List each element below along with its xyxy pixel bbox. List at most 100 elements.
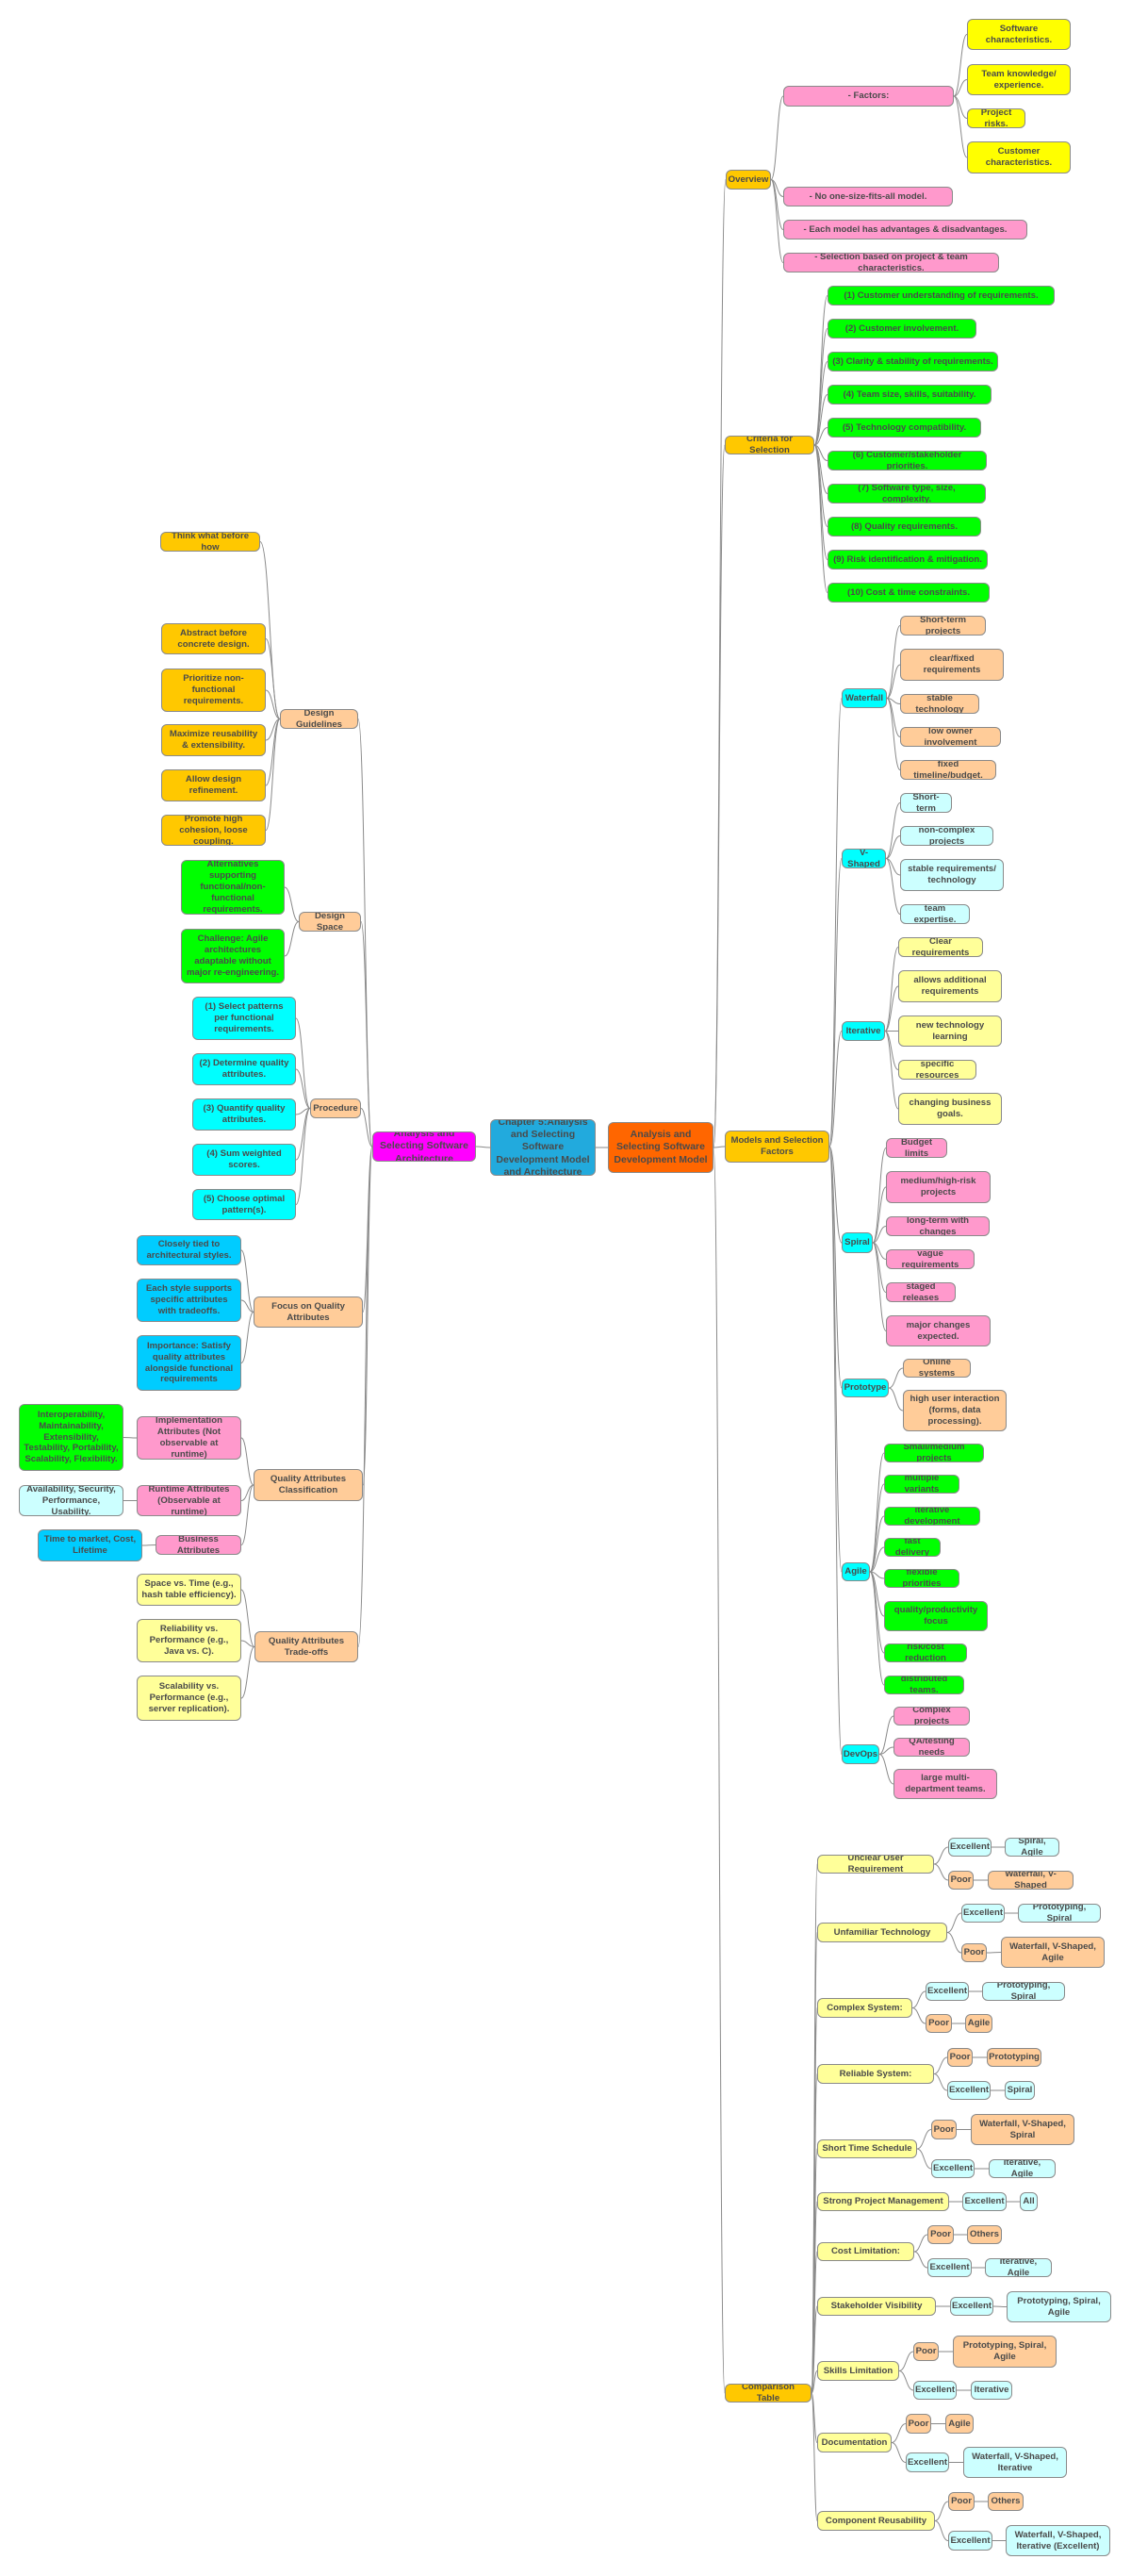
node-excellent[interactable]: Excellent bbox=[906, 2452, 949, 2472]
node-spiral-agile[interactable]: Spiral, Agile bbox=[1005, 1838, 1059, 1857]
node-others[interactable]: Others bbox=[988, 2492, 1024, 2511]
node-allows-additional-requirements[interactable]: allows additional requirements bbox=[898, 970, 1002, 1002]
node-maximize-reusability-extensibility[interactable]: Maximize reusability & extensibility. bbox=[161, 724, 266, 756]
node-overview[interactable]: Overview bbox=[726, 170, 771, 190]
node-waterfall-v-shaped-iterative-excellent[interactable]: Waterfall, V-Shaped, Iterative (Excellen… bbox=[1006, 2525, 1110, 2556]
node-focus-on-quality-attributes[interactable]: Focus on Quality Attributes bbox=[254, 1296, 363, 1328]
node-new-technology-learning[interactable]: new technology learning bbox=[898, 1016, 1002, 1047]
node-10-cost-time-constraints[interactable]: (10) Cost & time constraints. bbox=[828, 583, 990, 603]
node-factors[interactable]: - Factors: bbox=[783, 86, 954, 107]
node-component-reusability[interactable]: Component Reusability bbox=[817, 2511, 935, 2531]
node-waterfall-v-shaped[interactable]: Waterfall, V-Shaped bbox=[988, 1871, 1074, 1890]
node-low-owner-involvement[interactable]: low owner involvement bbox=[900, 727, 1001, 747]
node-waterfall-v-shaped-iterative[interactable]: Waterfall, V-Shaped, Iterative bbox=[963, 2447, 1067, 2478]
node-availability-security-performance-usabil[interactable]: Availability, Security, Performance, Usa… bbox=[19, 1485, 123, 1516]
node-alternatives-supporting-functional-non-f[interactable]: Alternatives supporting functional/non-f… bbox=[181, 860, 285, 915]
node-each-style-supports-specific-attributes-[interactable]: Each style supports specific attributes … bbox=[137, 1279, 241, 1322]
node-abstract-before-concrete-design[interactable]: Abstract before concrete design. bbox=[161, 623, 266, 654]
node-criteria-for-selection[interactable]: Criteria for Selection bbox=[725, 436, 814, 454]
node-think-what-before-how[interactable]: Think what before how bbox=[160, 532, 260, 552]
node-excellent[interactable]: Excellent bbox=[947, 2081, 991, 2100]
node-long-term-with-changes[interactable]: long-term with changes bbox=[886, 1216, 990, 1236]
node-reliability-vs-performance-e-g-java-vs-c[interactable]: Reliability vs. Performance (e.g., Java … bbox=[137, 1619, 241, 1662]
node-poor[interactable]: Poor bbox=[913, 2342, 939, 2361]
node-multiple-variants[interactable]: multiple variants bbox=[884, 1475, 959, 1494]
node-8-quality-requirements[interactable]: (8) Quality requirements. bbox=[828, 517, 981, 537]
node-comparison-table[interactable]: Comparison Table bbox=[725, 2384, 811, 2403]
node-clear-requirements[interactable]: Clear requirements bbox=[898, 937, 983, 957]
node-poor[interactable]: Poor bbox=[906, 2414, 931, 2434]
node-3-clarity-stability-of-requirements[interactable]: (3) Clarity & stability of requirements. bbox=[828, 352, 998, 372]
node-unclear-user-requirement[interactable]: Unclear User Requirement bbox=[817, 1855, 934, 1874]
node-online-systems[interactable]: Online systems bbox=[903, 1359, 971, 1378]
node-unfamiliar-technology[interactable]: Unfamiliar Technology bbox=[817, 1923, 947, 1942]
node-waterfall-v-shaped-agile[interactable]: Waterfall, V-Shaped, Agile bbox=[1001, 1937, 1105, 1968]
node-prioritize-non-functional-requirements[interactable]: Prioritize non-functional requirements. bbox=[161, 669, 266, 712]
node-qa-testing-needs[interactable]: QA/testing needs bbox=[893, 1738, 970, 1757]
node-software-characteristics[interactable]: Software characteristics. bbox=[967, 19, 1071, 50]
node-design-guidelines[interactable]: Design Guidelines bbox=[280, 709, 358, 729]
node-quality-attributes-classification[interactable]: Quality Attributes Classification bbox=[254, 1469, 363, 1501]
node-project-risks[interactable]: Project risks. bbox=[967, 108, 1025, 128]
node-excellent[interactable]: Excellent bbox=[913, 2381, 957, 2400]
node-excellent[interactable]: Excellent bbox=[927, 2258, 972, 2277]
node-implementation-attributes-not-observable[interactable]: Implementation Attributes (Not observabl… bbox=[137, 1416, 241, 1460]
node-3-quantify-quality-attributes[interactable]: (3) Quantify quality attributes. bbox=[192, 1098, 296, 1131]
node-poor[interactable]: Poor bbox=[927, 2225, 954, 2244]
node-prototyping[interactable]: Prototyping bbox=[987, 2048, 1041, 2067]
node-waterfall-v-shaped-spiral[interactable]: Waterfall, V-Shaped, Spiral bbox=[971, 2114, 1074, 2145]
node-spiral[interactable]: Spiral bbox=[842, 1232, 873, 1253]
node-iterative[interactable]: Iterative bbox=[971, 2381, 1012, 2400]
node-2-customer-involvement[interactable]: (2) Customer involvement. bbox=[828, 319, 976, 339]
node-complex-projects[interactable]: Complex projects bbox=[893, 1707, 970, 1726]
node-quality-attributes-trade-offs[interactable]: Quality Attributes Trade-offs bbox=[254, 1631, 358, 1662]
node-reliable-system[interactable]: Reliable System: bbox=[817, 2064, 934, 2084]
node-short-term[interactable]: Short-term bbox=[900, 793, 952, 813]
node-interoperability-maintainability-extensi[interactable]: Interoperability, Maintainability, Exten… bbox=[19, 1404, 123, 1471]
node-high-user-interaction-forms-data-process[interactable]: high user interaction (forms, data proce… bbox=[903, 1390, 1007, 1431]
node-poor[interactable]: Poor bbox=[926, 2014, 952, 2033]
node-iterative-agile[interactable]: Iterative, Agile bbox=[989, 2159, 1056, 2178]
node-complex-system[interactable]: Complex System: bbox=[817, 1998, 912, 2018]
node-excellent[interactable]: Excellent bbox=[926, 1982, 969, 2001]
node-prototyping-spiral[interactable]: Prototyping, Spiral bbox=[982, 1982, 1065, 2001]
node-customer-characteristics[interactable]: Customer characteristics. bbox=[967, 141, 1071, 173]
node-prototyping-spiral[interactable]: Prototyping, Spiral bbox=[1018, 1904, 1101, 1923]
node-design-space[interactable]: Design Space bbox=[299, 912, 361, 932]
node-team-expertise[interactable]: team expertise. bbox=[900, 904, 970, 924]
node-small-medium-projects[interactable]: Small/medium projects bbox=[884, 1444, 984, 1462]
node-excellent[interactable]: Excellent bbox=[962, 2192, 1007, 2211]
node-iterative-agile[interactable]: Iterative, Agile bbox=[985, 2258, 1052, 2277]
node-time-to-market-cost-lifetime[interactable]: Time to market, Cost, Lifetime bbox=[38, 1529, 142, 1561]
node-1-customer-understanding-of-requirements[interactable]: (1) Customer understanding of requiremen… bbox=[828, 286, 1055, 305]
node-staged-releases[interactable]: staged releases bbox=[886, 1282, 956, 1302]
node-5-choose-optimal-pattern-s[interactable]: (5) Choose optimal pattern(s). bbox=[192, 1189, 296, 1220]
node-spiral[interactable]: Spiral bbox=[1005, 2081, 1035, 2100]
node-prototype[interactable]: Prototype bbox=[842, 1379, 889, 1397]
node-poor[interactable]: Poor bbox=[961, 1943, 987, 1962]
node-agile[interactable]: Agile bbox=[965, 2014, 992, 2033]
node-5-technology-compatibility[interactable]: (5) Technology compatibility. bbox=[828, 418, 981, 438]
node-large-multi-department-teams[interactable]: large multi-department teams. bbox=[893, 1769, 997, 1799]
node-business-attributes[interactable]: Business Attributes bbox=[156, 1535, 241, 1555]
node-scalability-vs-performance-e-g-server-re[interactable]: Scalability vs. Performance (e.g., serve… bbox=[137, 1676, 241, 1721]
node-no-one-size-fits-all-model[interactable]: - No one-size-fits-all model. bbox=[783, 187, 953, 206]
node-quality-productivity-focus[interactable]: quality/productivity focus bbox=[884, 1601, 988, 1631]
node-cost-limitation[interactable]: Cost Limitation: bbox=[817, 2242, 914, 2261]
node-1-select-patterns-per-functional-require[interactable]: (1) Select patterns per functional requi… bbox=[192, 997, 296, 1040]
node-clear-fixed-requirements[interactable]: clear/fixed requirements bbox=[900, 649, 1004, 681]
node-flexible-priorities[interactable]: flexible priorities bbox=[884, 1569, 959, 1588]
node-each-model-has-advantages-disadvantages[interactable]: - Each model has advantages & disadvanta… bbox=[783, 220, 1027, 239]
node-stable-technology[interactable]: stable technology bbox=[900, 694, 979, 714]
node-non-complex-projects[interactable]: non-complex projects bbox=[900, 826, 993, 846]
node-analysis-and-selecting-software-developm[interactable]: Analysis and Selecting Software Developm… bbox=[608, 1122, 713, 1173]
node-team-knowledge-experience[interactable]: Team knowledge/ experience. bbox=[967, 64, 1071, 95]
node-documentation[interactable]: Documentation bbox=[817, 2433, 892, 2452]
node-selection-based-on-project-team-characte[interactable]: - Selection based on project & team char… bbox=[783, 253, 999, 272]
node-closely-tied-to-architectural-styles[interactable]: Closely tied to architectural styles. bbox=[137, 1235, 241, 1265]
node-prototyping-spiral-agile[interactable]: Prototyping, Spiral, Agile bbox=[953, 2336, 1057, 2368]
node-budget-limits[interactable]: Budget limits bbox=[886, 1138, 947, 1158]
node-agile[interactable]: Agile bbox=[945, 2414, 974, 2434]
node-promote-high-cohesion-loose-coupling[interactable]: Promote high cohesion, loose coupling. bbox=[161, 815, 266, 846]
node-strong-project-management[interactable]: Strong Project Management bbox=[817, 2192, 949, 2211]
